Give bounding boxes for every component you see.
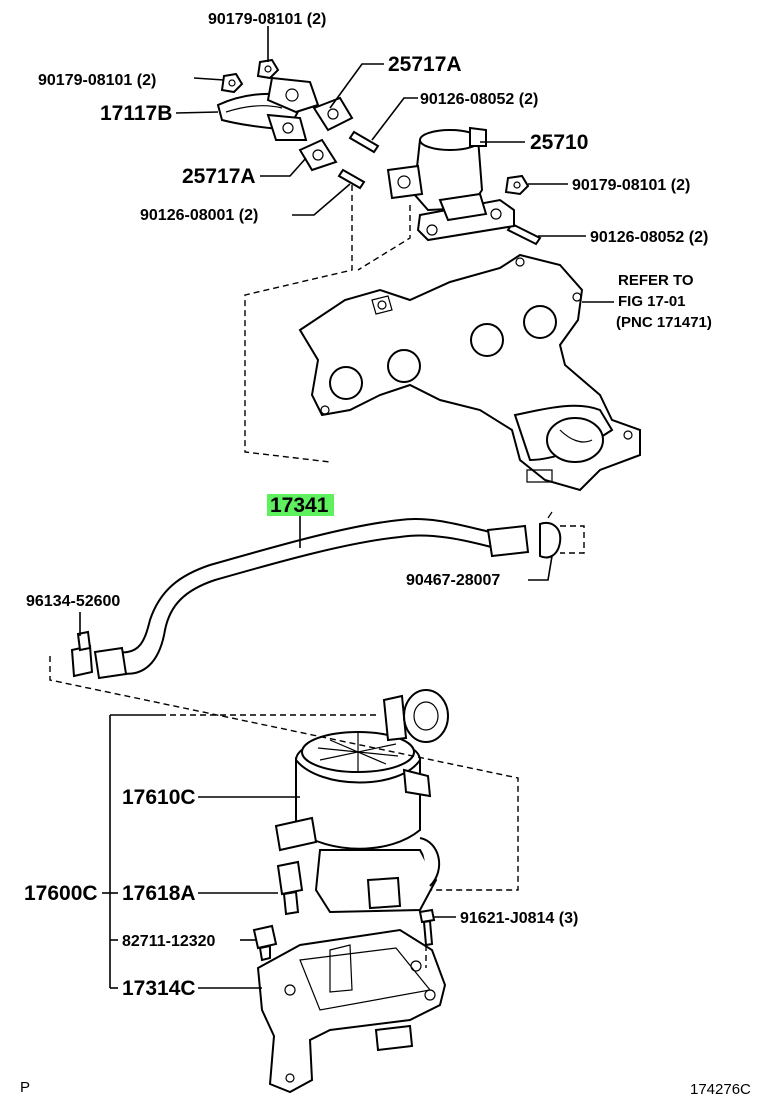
label-90179-left: 90179-08101 (2) xyxy=(38,72,156,89)
gasket-25717a-mid-icon xyxy=(298,138,338,172)
label-refer-line2: FIG 17-01 xyxy=(618,293,686,310)
grommet-17618a-icon xyxy=(276,860,304,916)
label-90179-top: 90179-08101 (2) xyxy=(208,11,326,28)
hose-clamp-right-icon xyxy=(539,511,562,559)
label-25717a-mid: 25717A xyxy=(182,165,256,188)
label-17117b: 17117B xyxy=(100,102,172,125)
label-96134: 96134-52600 xyxy=(26,593,120,610)
label-25717a-top: 25717A xyxy=(388,53,462,76)
highlight-17341 xyxy=(267,494,334,516)
air-hose-17341-icon xyxy=(93,518,530,680)
label-90126-08001: 90126-08001 (2) xyxy=(140,207,258,224)
dash-line-hose xyxy=(49,525,585,891)
label-91621: 91621-J0814 (3) xyxy=(460,910,578,927)
stud-right-icon xyxy=(506,222,542,246)
bolt-91621-icon xyxy=(418,908,436,947)
label-17618a: 17618A xyxy=(122,882,196,905)
label-17314c: 17314C xyxy=(122,977,196,1000)
clip-82711-icon xyxy=(252,924,278,962)
nut-right-icon xyxy=(504,174,530,196)
dash-line-valve-to-manifold xyxy=(244,185,411,463)
exhaust-manifold-icon xyxy=(298,253,641,492)
leader-lines xyxy=(79,26,614,989)
label-fig-code: 174276C xyxy=(690,1081,751,1098)
label-90126-08052-right: 90126-08052 (2) xyxy=(590,229,708,246)
bracket-17314c-icon xyxy=(256,928,447,1094)
hose-clamp-left-icon xyxy=(70,630,94,678)
label-17600c: 17600C xyxy=(24,882,98,905)
gasket-25717a-top-icon xyxy=(312,96,354,132)
label-corner-p: P xyxy=(20,1079,30,1096)
label-90126-08052-top: 90126-08052 (2) xyxy=(420,91,538,108)
label-25710: 25710 xyxy=(530,131,588,154)
label-17610c: 17610C xyxy=(122,786,196,809)
label-82711: 82711-12320 xyxy=(122,933,216,950)
label-refer-line1: REFER TO xyxy=(618,272,694,289)
label-90467: 90467-28007 xyxy=(406,572,500,589)
nut-left-icon xyxy=(220,72,244,94)
label-17341: 17341 xyxy=(270,494,329,517)
label-90179-right: 90179-08101 (2) xyxy=(572,177,690,194)
air-pump-17610c-icon xyxy=(274,731,440,914)
stud-mid-icon xyxy=(337,168,366,190)
bracket-17117b-icon xyxy=(216,76,320,141)
label-refer-line3: (PNC 171471) xyxy=(616,314,712,331)
stud-top-icon xyxy=(348,130,380,154)
nut-top-icon xyxy=(256,58,280,80)
valve-25710-icon xyxy=(386,126,515,242)
silencer-cap-icon xyxy=(382,689,449,743)
